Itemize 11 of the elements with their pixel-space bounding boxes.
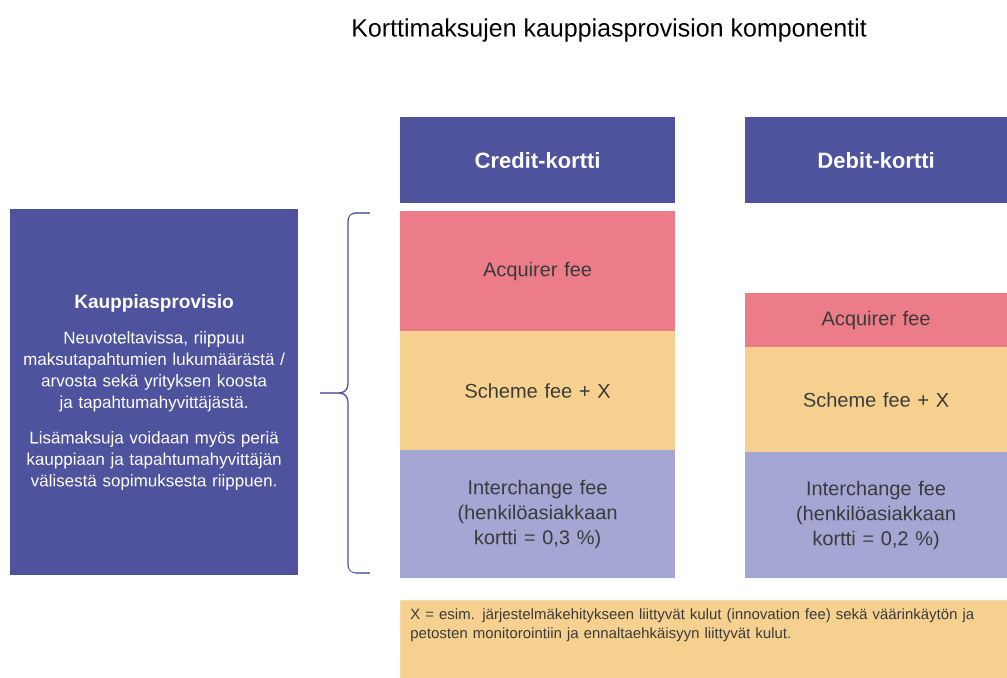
- column-header: Debit-kortti: [745, 117, 1007, 203]
- fee-block: Scheme fee + X: [400, 331, 675, 450]
- fee-block: Scheme fee + X: [745, 347, 1007, 452]
- fee-block: Acquirer fee: [745, 293, 1007, 347]
- fee-block: Interchange fee (henkilöasiakkaan kortti = 0,3 %): [400, 450, 675, 578]
- description-box: Kauppiasprovisio Neuvoteltavissa, riippuu maksutapahtumien lukumäärästä / arvosta sekä yrityksen koosta ja tapahtumahyvittäjästä. Lisämaksuja voidaan myös periä kauppiaan ja tapahtumahyvittäjän välisestä sopimuksesta riippuen.: [10, 209, 298, 575]
- fee-block: Acquirer fee: [400, 211, 675, 331]
- title: Korttimaksujen kauppiasprovision komponentit: [353, 18, 867, 42]
- footnote-box: X = esim. järjestelmäkehitykseen liittyvät kulut (innovation fee) sekä väärinkäytön ja petosten monitorointiin ja ennaltaehkäisyyn liittyvät kulut.: [400, 600, 1007, 678]
- fee-block: Interchange fee (henkilöasiakkaan kortti = 0,2 %): [745, 452, 1007, 578]
- column-header: Credit-kortti: [400, 117, 675, 203]
